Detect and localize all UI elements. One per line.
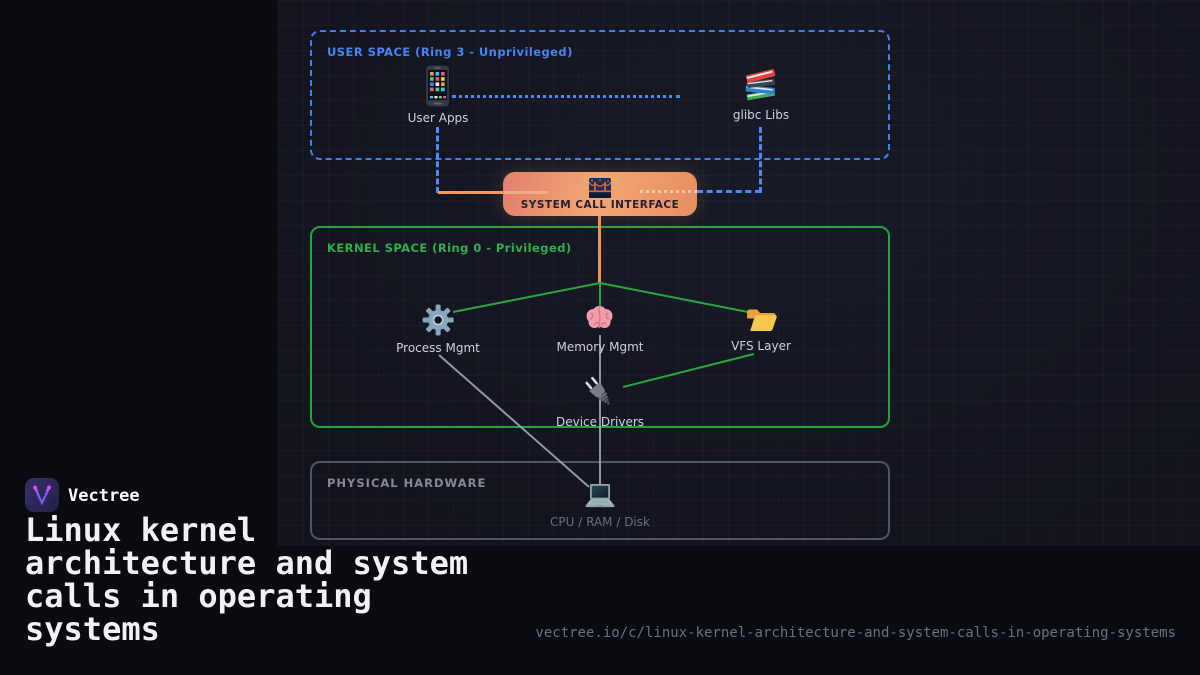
footer-url: vectree.io/c/linux-kernel-architecture-a… [535, 625, 1176, 641]
connector-userapps-down [436, 127, 439, 193]
node-label-memory-mgmt: Memory Mgmt [556, 340, 644, 354]
open-folder-icon [746, 309, 777, 331]
node-memory-mgmt: Memory Mgmt [556, 301, 644, 354]
connector-userapps-glibc [452, 95, 680, 98]
node-label-glibc: glibc Libs [732, 108, 790, 122]
node-label-device-drivers: Device Drivers [555, 415, 645, 429]
node-label-user-apps: User Apps [407, 111, 469, 125]
books-icon [745, 68, 776, 101]
node-glibc-libs: glibc Libs [733, 65, 789, 122]
node-cpu-ram-disk: CPU / RAM / Disk [550, 482, 650, 529]
node-label-cpu-ram-disk: CPU / RAM / Disk [550, 515, 650, 529]
plug-icon [585, 376, 611, 405]
kernel-space-title: KERNEL SPACE (Ring 0 - Privileged) [327, 241, 572, 255]
smartphone-icon [425, 64, 451, 108]
user-space-title: USER SPACE (Ring 3 - Unprivileged) [327, 45, 573, 59]
user-space-zone: USER SPACE (Ring 3 - Unprivileged) [310, 30, 890, 160]
brain-icon [586, 306, 613, 329]
connector-orange-overlay [504, 191, 548, 194]
brand-name: Vectree [68, 486, 140, 506]
system-call-interface-label: SYSTEM CALL INTERFACE [520, 198, 680, 211]
node-process-mgmt: Process Mgmt [396, 302, 480, 355]
physical-hardware-title: PHYSICAL HARDWARE [327, 476, 487, 490]
system-call-interface-box: SYSTEM CALL INTERFACE [503, 172, 697, 216]
gear-icon [422, 304, 454, 336]
connector-dash-overlay [640, 190, 697, 193]
bridge-night-icon [589, 177, 611, 198]
node-label-vfs-layer: VFS Layer [731, 339, 791, 353]
node-user-apps: User Apps [407, 64, 469, 125]
connector-glibc-down [759, 127, 762, 193]
vectree-logo-icon [25, 478, 59, 512]
laptop-icon [585, 484, 615, 508]
node-label-process-mgmt: Process Mgmt [396, 341, 480, 355]
node-vfs-layer: VFS Layer [731, 302, 791, 353]
page-title: Linux kernel architecture and system cal… [25, 511, 469, 648]
connector-syscall-kernel [598, 216, 601, 283]
connector-userapps-syscall [438, 191, 504, 194]
node-device-drivers: Device Drivers [556, 374, 644, 429]
connector-glibc-syscall [697, 190, 761, 193]
